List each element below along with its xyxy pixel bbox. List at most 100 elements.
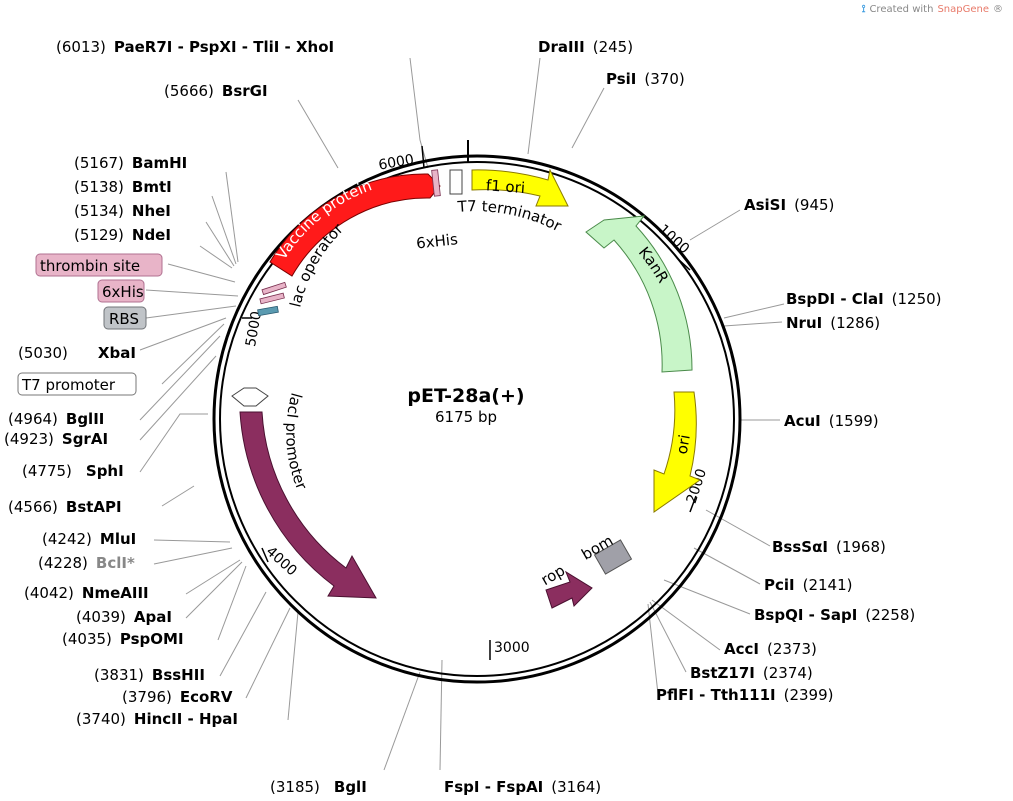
leader-bcli (153, 547, 233, 565)
site-bamhi-pos: (5167) (74, 154, 124, 172)
tag-thrombin-bg (35, 253, 163, 277)
site-bstz17i-pos: (2374) (763, 664, 813, 682)
plasmid-name: pET-28a(+) (407, 385, 524, 407)
leader-bsshii (219, 591, 267, 677)
kanr-arrow (585, 215, 693, 373)
watermark-prefix: Created with (869, 4, 934, 15)
leader-mlui (153, 539, 231, 543)
site-sphi-pos: (4775) (22, 462, 72, 480)
site-draiii-name: DraIII (538, 38, 585, 56)
site-fspi-name: FspI - FspAI (444, 778, 543, 796)
site-asisi-pos: (945) (794, 196, 834, 214)
site-bsrgi-name: BsrGI (222, 82, 268, 100)
site-bsrgi: (5666) BsrGI (164, 82, 268, 100)
ori-arrow (653, 391, 702, 513)
leader-sapi (663, 579, 751, 615)
site-bstz17i-name: BstZ17I (690, 664, 755, 682)
site-clai: BspDI - ClaI (1250) (786, 290, 942, 308)
leader-bmti (211, 195, 237, 265)
site-xhoi-name: PaeR7I - PspXI - TliI - XhoI (114, 38, 334, 56)
tag-t7promoter: T7 promoter (17, 372, 137, 396)
leader-apai (185, 561, 243, 619)
tag-t7promoter-bg (17, 372, 137, 396)
site-ecorv-name: EcoRV (180, 688, 233, 706)
site-bcli-pos: (4228) (38, 554, 88, 572)
site-xbai: (5030) XbaI (18, 344, 136, 362)
leader-t7pro (161, 323, 225, 385)
watermark-brand: SnapGene (937, 4, 989, 15)
site-sapi-name: BspQI - SapI (754, 606, 857, 624)
ori-label: ori (673, 433, 694, 455)
watermark-mark: ® (993, 4, 1003, 15)
site-bgli-name: BglI (334, 778, 367, 796)
leader-bglii (139, 335, 221, 421)
site-apai-name: ApaI (134, 608, 172, 626)
leader-xbai (139, 317, 227, 351)
tick-marks (242, 145, 697, 660)
site-nhei-name: NheI (132, 202, 171, 220)
tick-5000: 5000 (243, 310, 265, 348)
leader-ecorv (245, 607, 291, 699)
site-psii-pos: (370) (644, 70, 684, 88)
site-sphi: (4775)SphI (22, 462, 124, 480)
tick-6000: 6000 (377, 152, 415, 174)
tag-rbs-bg (103, 306, 147, 330)
leader-bgli (383, 671, 421, 771)
leader-pspomi (217, 565, 247, 641)
site-bmti: (5138)BmtI (74, 178, 172, 196)
leader-sphi (139, 413, 208, 473)
tag-his-bg (97, 279, 145, 303)
site-pspomi: (4035)PspOMI (62, 630, 184, 648)
site-tth111i: PflFI - Tth111I(2399) (656, 686, 833, 704)
leader-hincii (287, 611, 299, 721)
site-ndei-pos: (5129) (74, 226, 124, 244)
leader-xhoi (409, 57, 429, 169)
leader-draiii (527, 57, 541, 155)
site-bstapi: (4566)BstAPI (8, 498, 122, 516)
site-ndei-name: NdeI (132, 226, 171, 244)
site-nhei-pos: (5134) (74, 202, 124, 220)
leader-bsrgi (297, 99, 339, 169)
site-nrui: NruI(1286) (786, 314, 880, 332)
site-nhei: (5134) NheI (74, 202, 171, 220)
laci-promoter-label: lacI promoter (282, 391, 311, 493)
site-bstapi-pos: (4566) (8, 498, 58, 516)
laci-arrow (239, 411, 377, 599)
site-sgrai: (4923)SgrAI (4, 430, 108, 448)
site-xbai-name: XbaI (98, 344, 136, 362)
site-bsshii: (3831)BssHII (94, 666, 205, 684)
backbone-outer (212, 154, 742, 684)
site-psii: PsiI(370) (606, 70, 685, 88)
site-nrui-name: NruI (786, 314, 822, 332)
tag-his-label: 6xHis (102, 283, 144, 301)
leader-thrombin (167, 263, 236, 283)
site-asisi-name: AsiSI (744, 196, 786, 214)
site-xbai-pos: (5030) (18, 344, 68, 362)
t7-terminator-box (449, 169, 463, 195)
leader-bamhi (225, 171, 239, 263)
site-clai-name: BspDI - ClaI (786, 290, 884, 308)
site-clai-pos: (1250) (892, 290, 942, 308)
leader-nhei (205, 221, 235, 267)
site-ecorv-pos: (3796) (122, 688, 172, 706)
tag-thrombin-label: thrombin site (40, 257, 140, 275)
leader-nmeaiii (185, 559, 241, 595)
site-acui-pos: (1599) (829, 412, 879, 430)
site-acui: AcuI (1599) (784, 412, 879, 430)
site-acui-name: AcuI (784, 412, 821, 430)
site-bsssai: BssSαI(1968) (772, 538, 886, 556)
site-bsrgi-pos: (5666) (164, 82, 214, 100)
site-mlui-pos: (4242) (42, 530, 92, 548)
site-sgrai-pos: (4923) (4, 430, 54, 448)
tag-t7promoter-label: T7 promoter (21, 376, 116, 394)
backbone-inner (219, 161, 735, 677)
site-bcli: (4228)BclI* (38, 554, 135, 572)
site-asisi: AsiSI (945) (744, 196, 834, 214)
site-pcii: PciI(2141) (764, 576, 853, 594)
site-tth111i-pos: (2399) (784, 686, 834, 704)
leader-clai (723, 303, 785, 319)
his-top-label: 6xHis (415, 230, 459, 252)
site-bsssai-pos: (1968) (836, 538, 886, 556)
site-bsshii-pos: (3831) (94, 666, 144, 684)
bom-box (593, 539, 633, 575)
